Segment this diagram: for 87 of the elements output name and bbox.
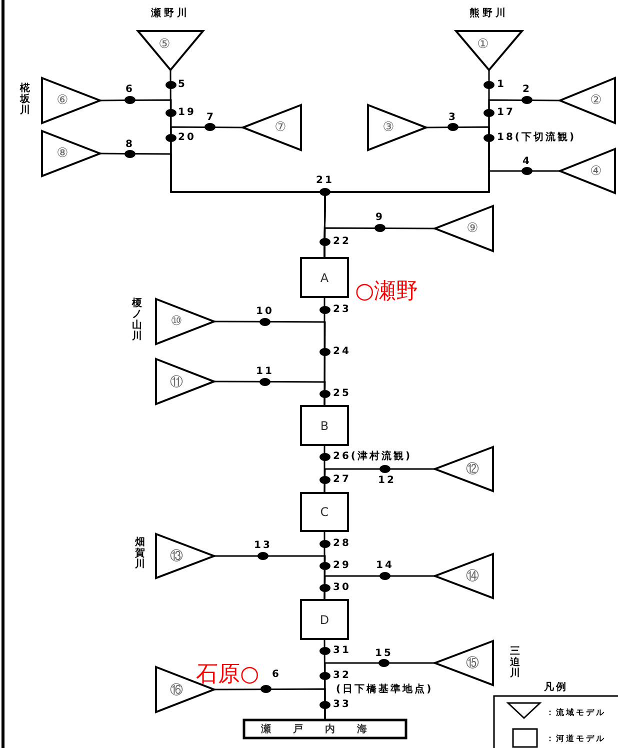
point-number: 20: [178, 132, 196, 144]
channel-model-box: [300, 492, 349, 532]
point-number: 23: [333, 304, 351, 316]
river-name: 榎ノ山川: [132, 298, 142, 342]
channel-model-box: [300, 599, 349, 640]
point-number: 6: [272, 669, 281, 681]
river-line: [324, 640, 326, 719]
basin-number: ⑬: [170, 548, 183, 565]
river-name: 畑賀川: [135, 537, 145, 570]
basin-model-triangle: [435, 553, 494, 599]
basin-number: ③: [382, 120, 394, 135]
legend-text: ：流域モデル: [546, 707, 606, 718]
basin-number: ⑭: [466, 568, 479, 585]
channel-id: A: [320, 270, 329, 284]
basin-model-triangle: [435, 205, 494, 252]
point-number: 31: [333, 645, 351, 657]
channel-model-box: [300, 257, 349, 298]
basin-number: ⑫: [466, 461, 479, 478]
basin-model-triangle: [367, 104, 426, 151]
point-number: 28: [333, 538, 351, 550]
point-number: 12: [378, 475, 396, 487]
river-name: 瀬野川: [150, 6, 191, 20]
river-line: [214, 688, 326, 719]
basin-model-triangle: [560, 148, 616, 194]
channel-id: B: [320, 418, 329, 432]
river-line: [214, 320, 326, 405]
location-note: 石原○: [196, 662, 260, 688]
basin-number: ⑨: [466, 221, 478, 236]
basin-number: ⑥: [56, 93, 68, 108]
legend-text: ：河道モデル: [546, 733, 606, 744]
point-number: 18(下切流観): [497, 132, 576, 144]
river-line: [214, 555, 326, 599]
point-number: 7: [206, 112, 216, 124]
point-number: 14: [376, 560, 394, 572]
point-number: 11: [256, 366, 274, 378]
point-number: 5: [178, 79, 187, 91]
sea-outlet-box: [243, 719, 407, 739]
basin-number: ①: [477, 36, 489, 52]
point-number: 2: [522, 84, 532, 96]
basin-model-triangle: [435, 446, 494, 492]
channel-model-box: [300, 405, 349, 446]
point-number: 4: [522, 156, 532, 168]
point-number: 29: [333, 560, 351, 572]
point-number: 9: [376, 212, 384, 224]
point-number: 6: [126, 84, 134, 96]
point-number: 19: [178, 107, 196, 119]
location-note: ○瀬野: [355, 279, 418, 305]
point-number: 21: [316, 175, 334, 187]
sea-name: 瀬戸内海: [261, 722, 389, 736]
point-number: 8: [126, 139, 134, 151]
basin-model-triangle: [41, 130, 100, 177]
basin-model-triangle: [560, 77, 616, 124]
basin-model-triangle: [155, 358, 214, 405]
point-number: 25: [333, 388, 351, 400]
point-number: 3: [448, 112, 458, 124]
river-line: [324, 298, 326, 405]
basin-model-triangle: [243, 104, 302, 151]
point-number: 17: [497, 107, 515, 119]
basin-number: ⑯: [170, 682, 183, 698]
river-line: [324, 532, 326, 599]
basin-number: ⑤: [158, 36, 170, 52]
point-number: 26(津村流観): [333, 451, 412, 463]
river-name: 三迫川: [510, 646, 520, 679]
channel-id: C: [320, 505, 329, 519]
point-number: 15: [375, 648, 393, 660]
river-name: 熊野川: [468, 6, 510, 20]
point-number: (日下橋基準地点): [336, 684, 434, 696]
basin-number: ⑪: [170, 374, 183, 390]
basin-number: ②: [590, 93, 602, 108]
point-number: 22: [333, 236, 351, 248]
basin-number: ⑮: [466, 655, 479, 672]
channel-id: D: [320, 612, 330, 626]
river-name: 椛坂川: [20, 83, 30, 116]
basin-number: ④: [590, 164, 602, 178]
point-number: 33: [333, 699, 351, 711]
point-number: 32: [333, 670, 351, 682]
river-line: [324, 446, 326, 492]
point-number: 30: [333, 582, 351, 594]
point-number: 1: [497, 79, 506, 91]
point-number: 10: [256, 306, 274, 318]
basin-number: ⑩: [170, 314, 182, 329]
basin-number: ⑧: [56, 146, 68, 161]
point-number: 27: [333, 474, 351, 486]
legend-title: 凡例: [544, 682, 568, 694]
basin-number: ⑦: [274, 120, 286, 135]
point-number: 24: [333, 346, 351, 358]
point-number: 13: [254, 540, 272, 552]
